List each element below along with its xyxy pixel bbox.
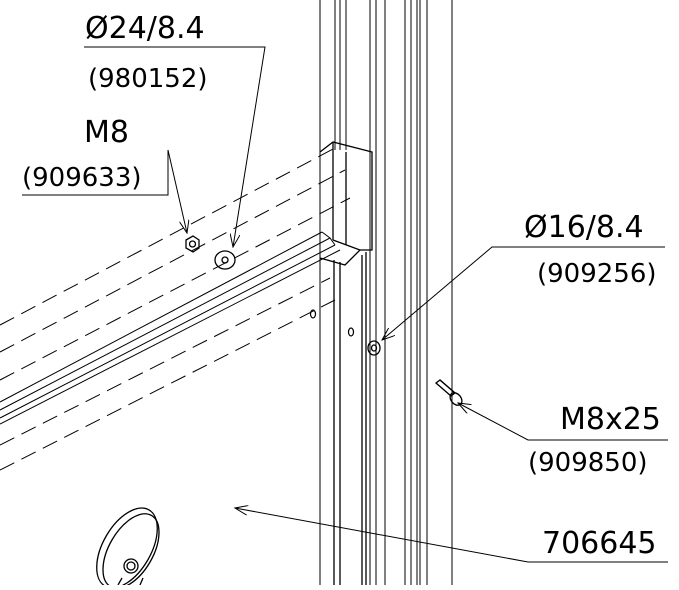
leader-lines <box>22 46 668 563</box>
leader-nut <box>22 149 187 233</box>
horizontal-rail <box>0 231 341 425</box>
leader-washer-large <box>84 46 266 247</box>
corner-bracket <box>319 141 373 585</box>
washer-small-size-label: Ø16/8.4 <box>524 210 644 245</box>
panel-part-label: 706645 <box>542 526 657 561</box>
nut-m8 <box>185 235 200 253</box>
nut-part-label: (909633) <box>22 163 142 193</box>
round-knob <box>96 507 160 589</box>
panel-holes <box>309 309 355 337</box>
nut-size-label: M8 <box>84 115 129 150</box>
bolt-m8x25 <box>434 379 463 406</box>
bolt-part-label: (909850) <box>528 448 648 478</box>
hidden-rail-lines <box>0 147 351 471</box>
leader-panel <box>235 508 668 563</box>
leader-bolt <box>458 403 668 441</box>
washer-small-part-label: (909256) <box>537 259 657 289</box>
leader-washer-small <box>382 246 665 340</box>
washer-small <box>367 340 381 356</box>
washer-large-part-label: (980152) <box>88 64 208 94</box>
vertical-profile-frame <box>319 0 453 585</box>
bolt-size-label: M8x25 <box>560 402 661 437</box>
washer-large <box>214 250 236 270</box>
washer-large-size-label: Ø24/8.4 <box>85 11 205 46</box>
